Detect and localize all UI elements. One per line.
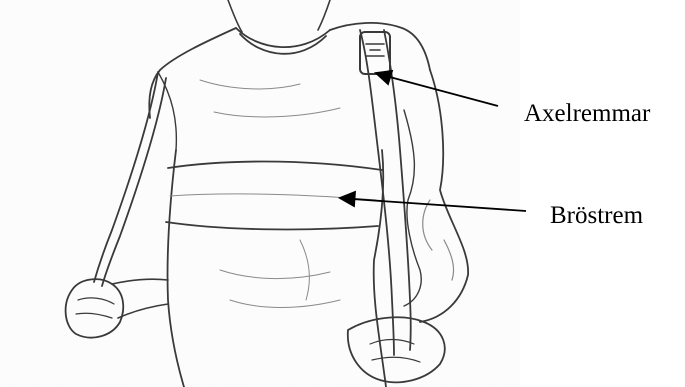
- paper-grain: [0, 0, 520, 387]
- shoulder-straps-label: Axelremmar: [524, 101, 650, 126]
- chest-strap-label: Bröstrem: [550, 203, 643, 228]
